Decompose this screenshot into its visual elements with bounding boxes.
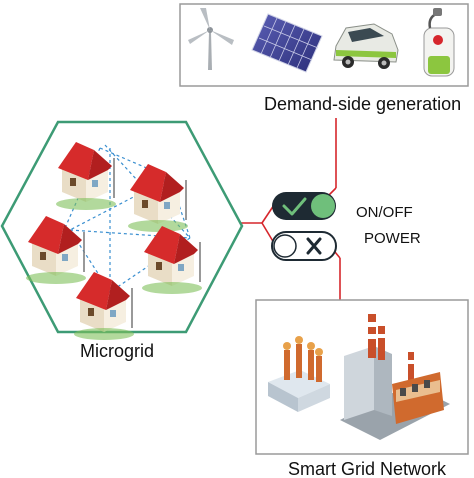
ev-charger-icon bbox=[423, 8, 455, 77]
on-switch[interactable] bbox=[272, 192, 336, 220]
off-switch[interactable] bbox=[271, 231, 337, 261]
house-3 bbox=[26, 216, 86, 284]
check-icon bbox=[282, 197, 307, 216]
house-5 bbox=[74, 272, 134, 340]
wind-turbine-icon bbox=[188, 8, 234, 70]
power-plant-icon bbox=[340, 314, 450, 440]
house-4 bbox=[142, 226, 202, 294]
demand-side-generation-label: Demand-side generation bbox=[264, 94, 462, 114]
solar-panel-icon bbox=[251, 13, 323, 73]
house-1 bbox=[56, 142, 116, 210]
power-label: POWER bbox=[364, 230, 421, 247]
x-icon bbox=[306, 237, 322, 255]
house-2 bbox=[128, 164, 188, 232]
smart-grid-network-label: Smart Grid Network bbox=[288, 459, 447, 478]
on-off-label: ON/OFF bbox=[356, 204, 413, 221]
transformer-icon bbox=[268, 336, 330, 412]
electric-car-icon bbox=[333, 23, 399, 69]
generation-panel bbox=[179, 3, 469, 87]
microgrid-label: Microgrid bbox=[80, 341, 155, 361]
